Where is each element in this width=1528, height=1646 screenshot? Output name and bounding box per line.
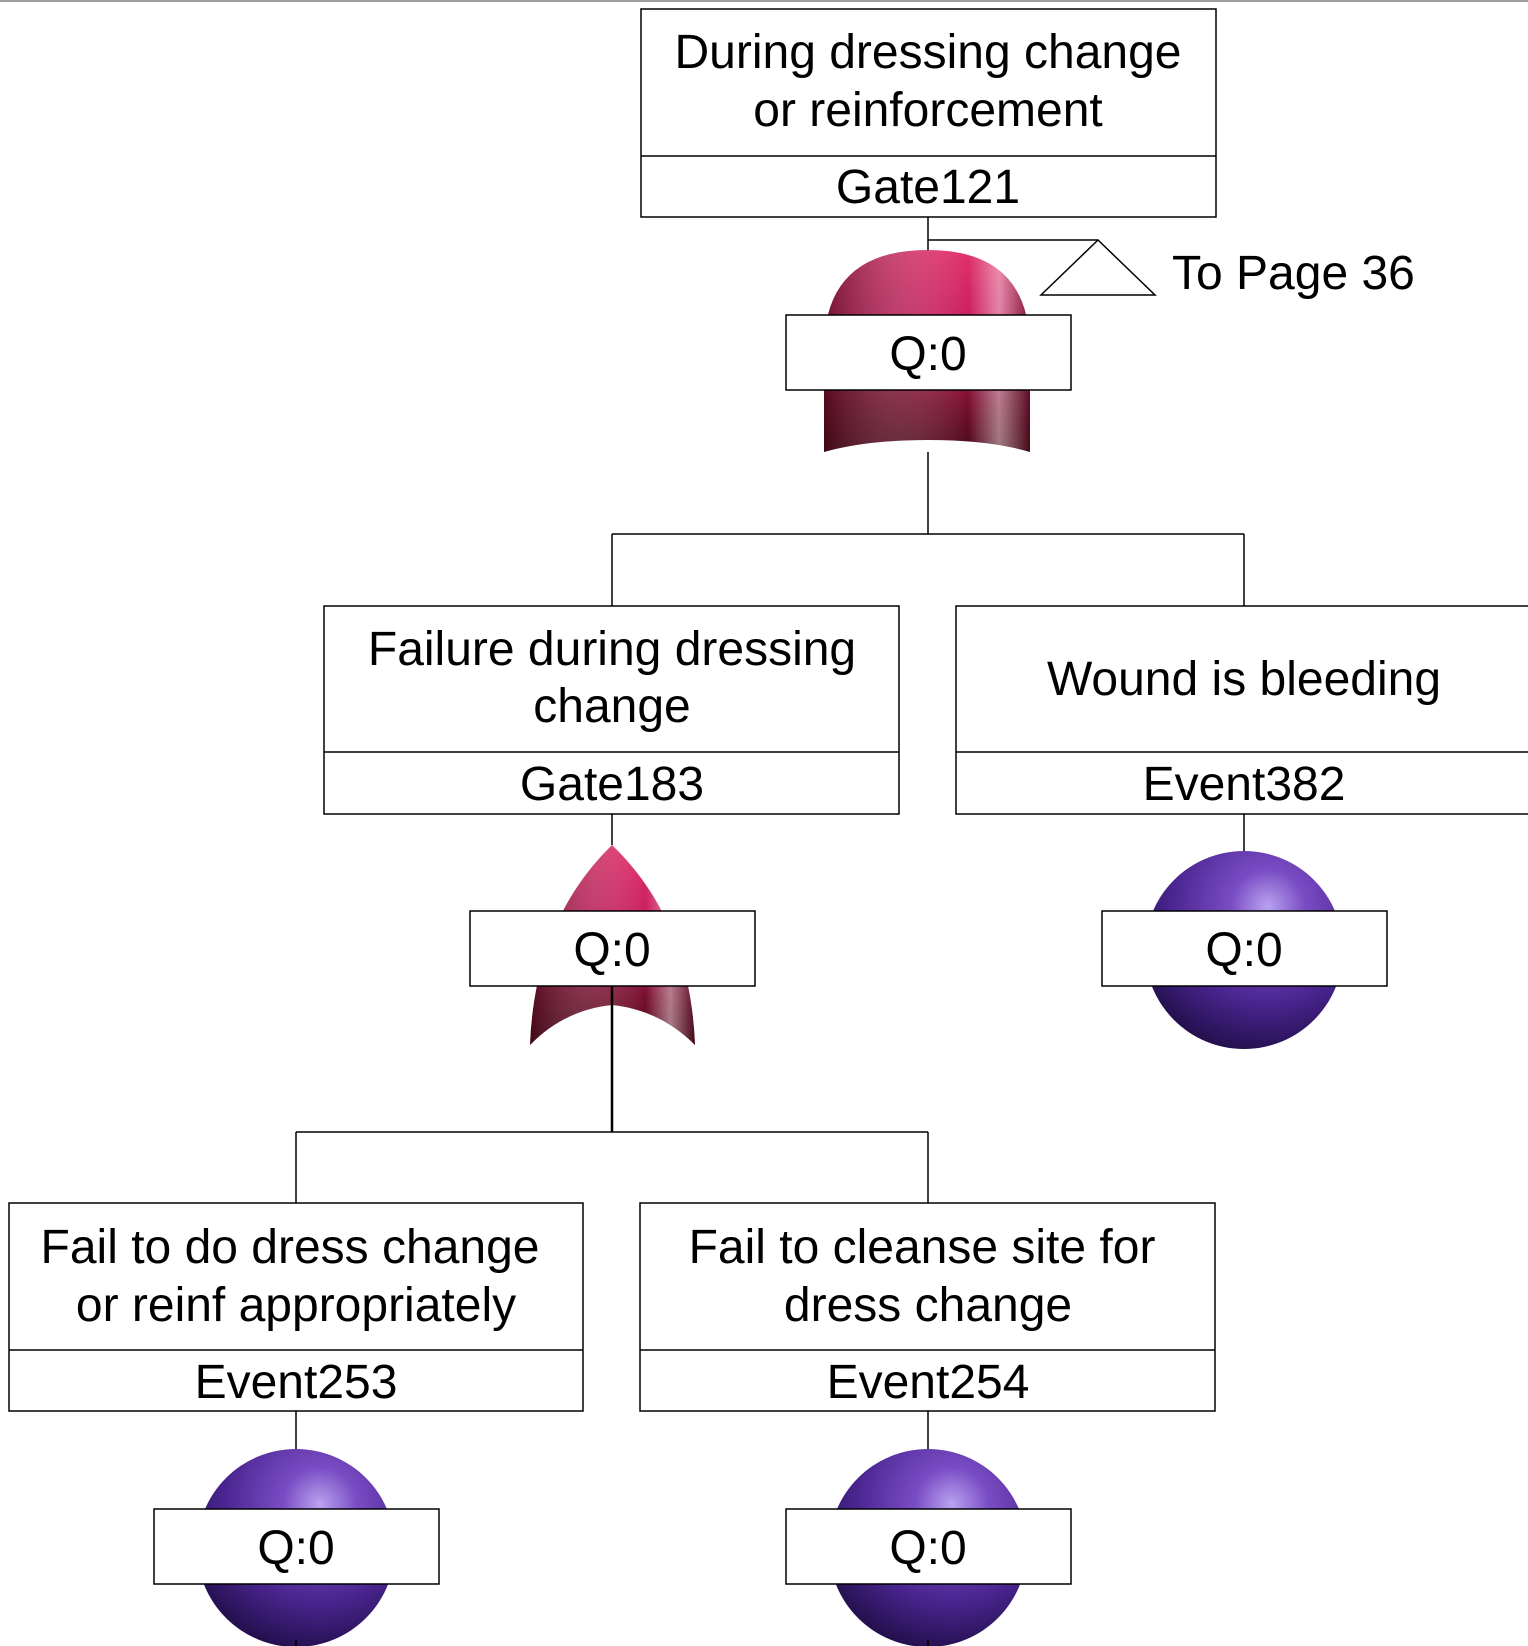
node-gate183-q: Q:0 [573, 924, 650, 977]
transfer-out-triangle-icon[interactable] [1039, 238, 1157, 296]
node-event382-q: Q:0 [1205, 924, 1282, 977]
node-event253-q-box [153, 1508, 440, 1585]
node-gate183-q-box [469, 910, 756, 987]
node-gate183-box [323, 605, 900, 815]
node-gate183-title-line2: change [533, 680, 690, 733]
node-gate183-id: Gate183 [520, 758, 704, 811]
node-gate121-q-box [785, 314, 1072, 391]
node-event382-q-box [1101, 910, 1388, 987]
node-event253-box [8, 1202, 584, 1412]
node-gate183[interactable]: Failure during dressing change Gate183 [323, 605, 900, 815]
node-event253[interactable]: Fail to do dress change or reinf appropr… [8, 1202, 584, 1412]
node-gate121-id: Gate121 [836, 161, 1020, 214]
node-gate183-title-line1: Failure during dressing [368, 623, 856, 676]
node-event382-box [955, 605, 1528, 815]
node-gate121-q: Q:0 [889, 328, 966, 381]
node-event254[interactable]: Fail to cleanse site for dress change Ev… [639, 1202, 1216, 1412]
node-event254-q: Q:0 [889, 1522, 966, 1575]
node-event253-id: Event253 [195, 1356, 398, 1409]
node-event254-box [639, 1202, 1216, 1412]
node-event253-title-line1: Fail to do dress change [41, 1221, 540, 1274]
node-event253-q: Q:0 [257, 1522, 334, 1575]
node-gate121-title-line2: or reinforcement [753, 84, 1102, 137]
node-event382-title-line1: Wound is bleeding [1047, 653, 1441, 706]
node-gate121-title-line1: During dressing change [675, 26, 1182, 79]
node-event382[interactable]: Wound is bleeding Event382 [955, 605, 1528, 815]
node-event253-title-line2: or reinf appropriately [76, 1279, 516, 1332]
node-event254-id: Event254 [827, 1356, 1030, 1409]
node-event382-id: Event382 [1143, 758, 1346, 811]
node-gate121[interactable]: During dressing change or reinforcement … [640, 8, 1217, 218]
node-event254-title-line2: dress change [784, 1279, 1072, 1332]
node-event254-q-box [785, 1508, 1072, 1585]
node-event254-title-line1: Fail to cleanse site for [689, 1221, 1156, 1274]
transfer-label[interactable]: To Page 36 [1172, 247, 1415, 300]
